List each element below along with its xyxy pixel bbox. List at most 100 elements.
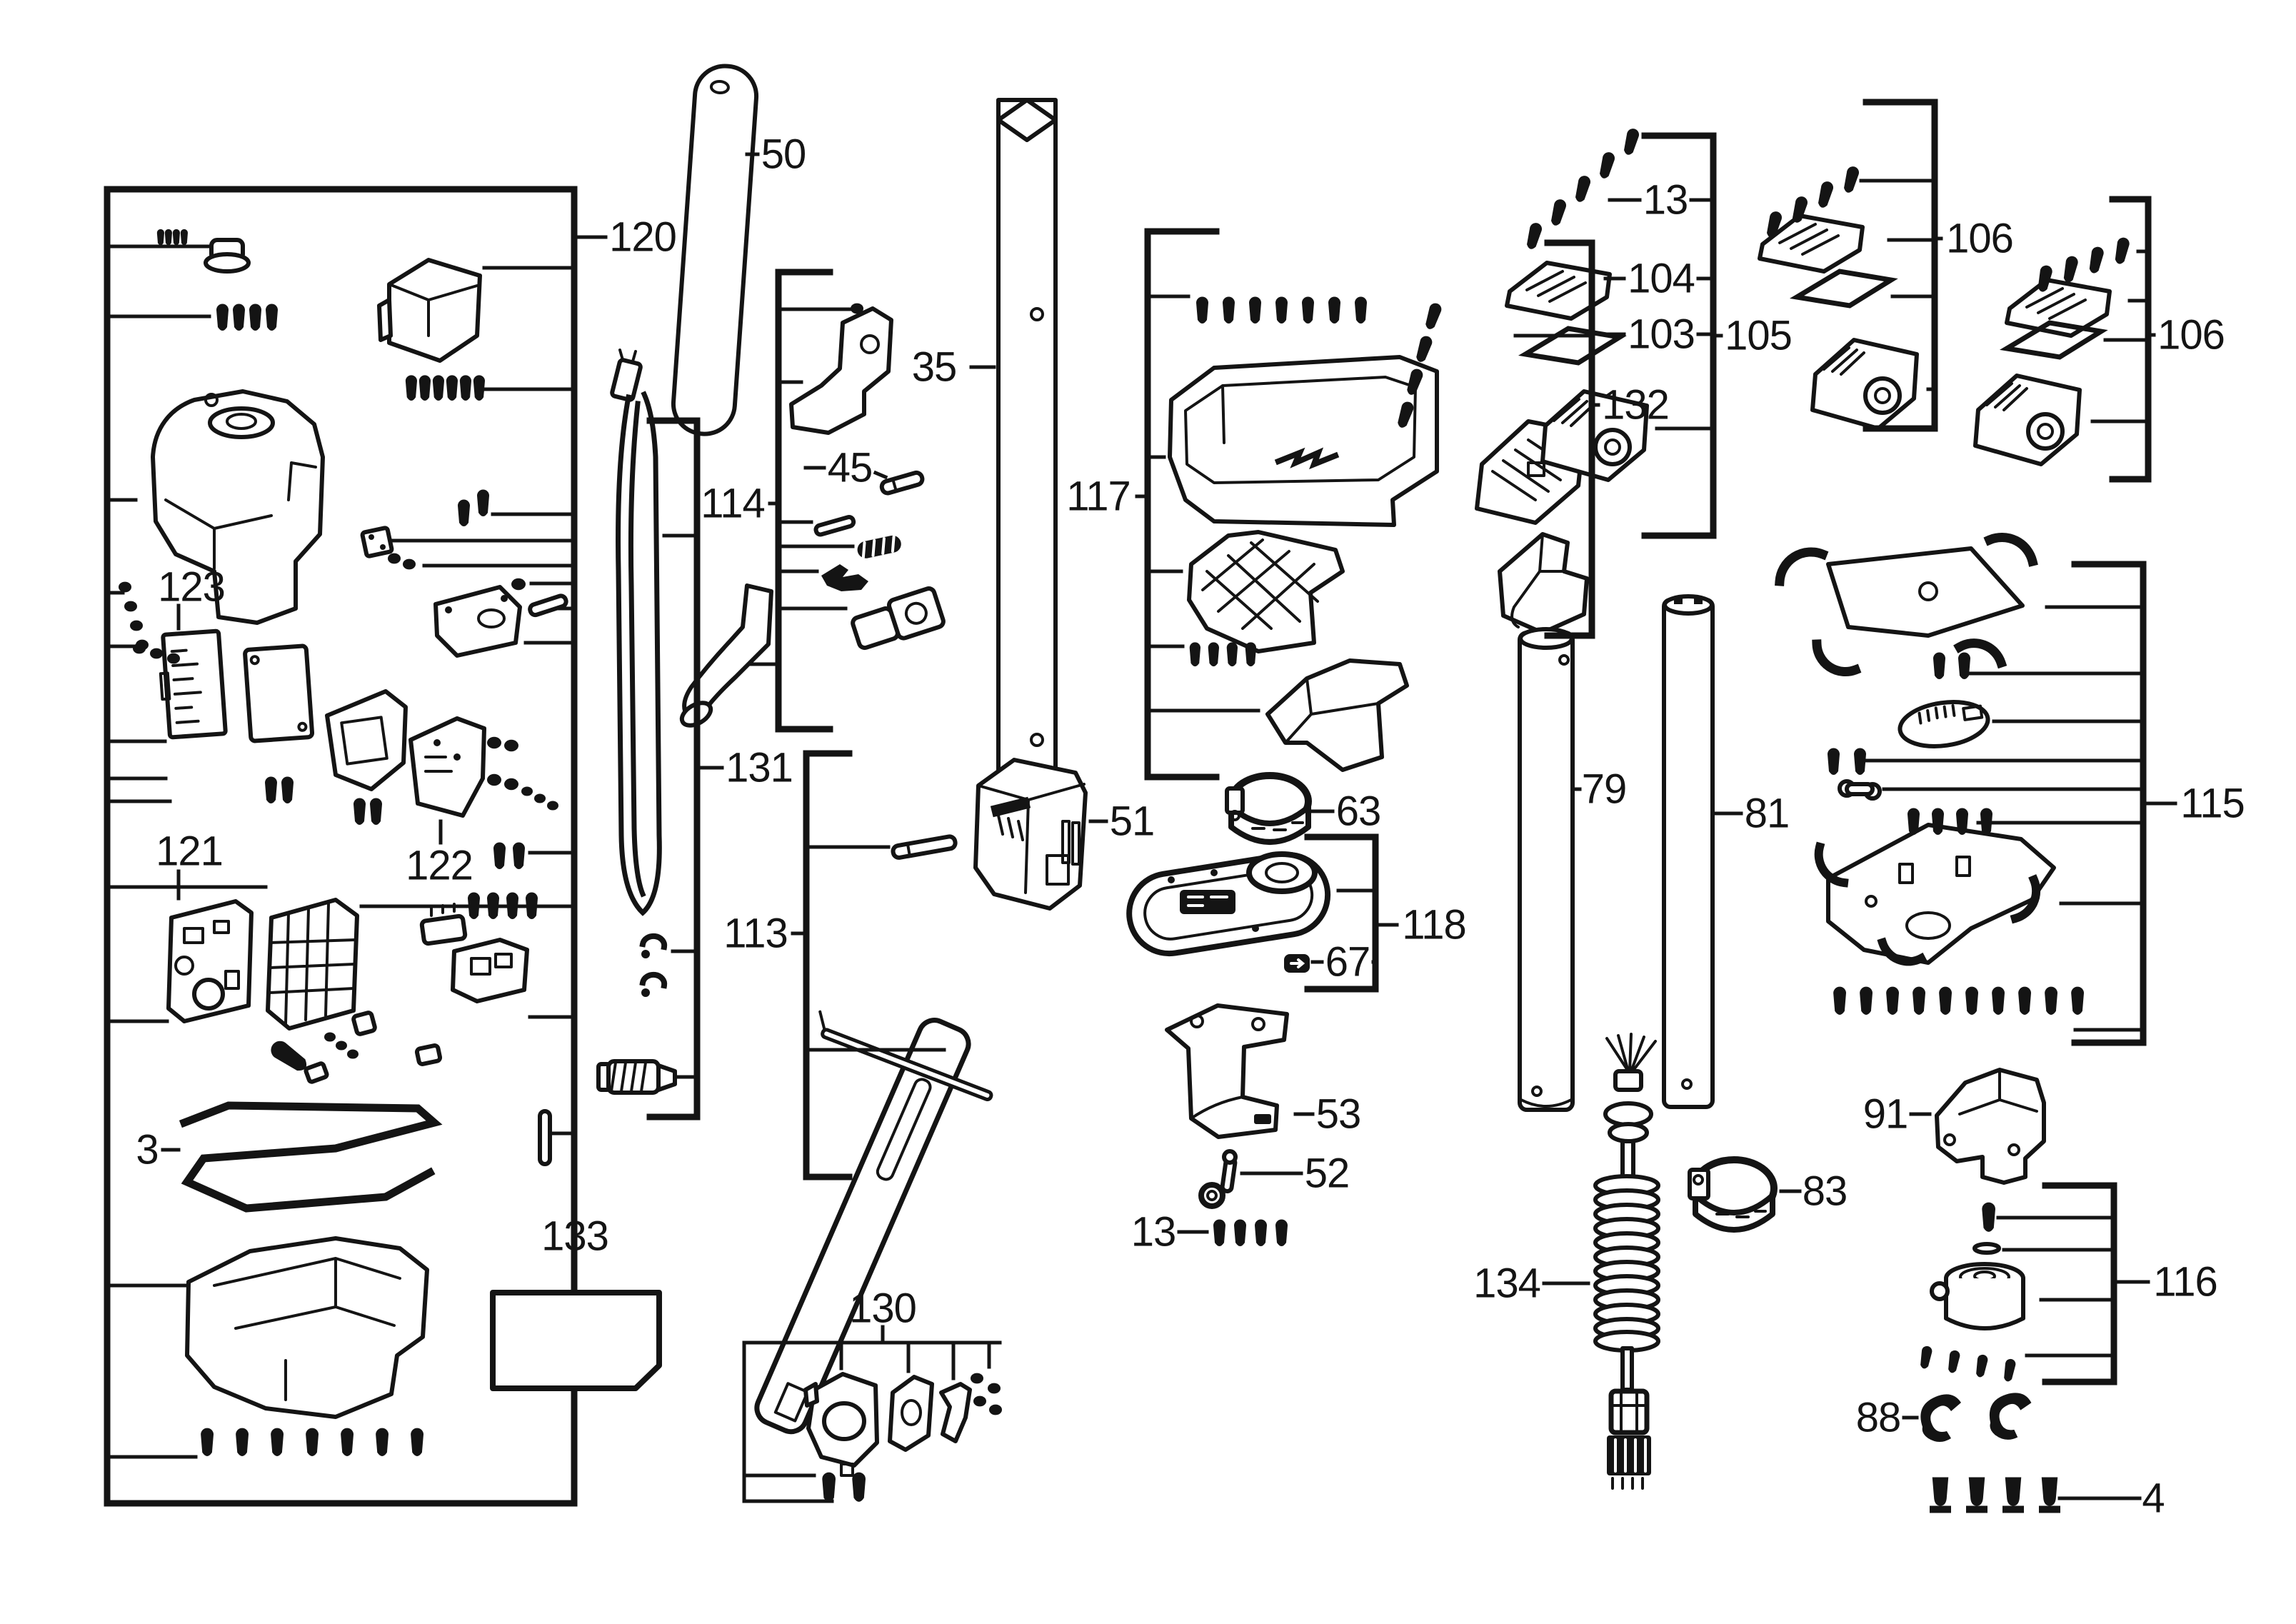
cable-elbow-88-b — [1987, 1390, 2032, 1442]
label-sticker-133 — [490, 1290, 662, 1391]
screws-117-a — [1196, 296, 1367, 324]
dots-122-b — [487, 773, 518, 791]
pcb-123 — [159, 628, 228, 740]
mast-tube-81 — [1662, 594, 1715, 1109]
knob-cap-part — [204, 238, 251, 274]
roll-pin-114 — [813, 514, 856, 537]
part-label-63-19: 63 — [1336, 788, 1381, 835]
grade-rod-tube-50 — [671, 64, 759, 436]
part-label-121-14: 121 — [156, 828, 223, 875]
knurled-adjuster — [596, 1059, 677, 1095]
group-bracket — [1304, 833, 1379, 993]
square-column-35 — [996, 98, 1058, 795]
part-label-118-20: 118 — [1402, 902, 1465, 948]
group-bracket — [646, 417, 701, 1121]
swivel-block-114 — [851, 586, 946, 651]
screws-116 — [1918, 1345, 2017, 1383]
group-bracket — [1641, 132, 1717, 539]
battery-holder-51 — [973, 758, 1088, 911]
pin-45 — [879, 470, 925, 496]
part-label-113-17: 113 — [723, 911, 787, 957]
part-label-131-16: 131 — [726, 745, 793, 791]
dot-120-b — [511, 578, 526, 591]
base-housing — [185, 1236, 429, 1419]
battery-cup-housing — [377, 258, 482, 363]
part-label-133-29: 133 — [541, 1213, 608, 1260]
milwaukee-logo — [1274, 447, 1340, 470]
vent-plate-106b — [2007, 280, 2110, 336]
part-label-88-35: 88 — [1856, 1395, 1901, 1441]
screws-13-bottom — [1213, 1219, 1288, 1246]
part-label-13-7: 13 — [1643, 177, 1688, 224]
rivets-4 — [1930, 1477, 2060, 1513]
group-box-120 — [104, 186, 578, 1507]
window-plate-130 — [888, 1375, 934, 1452]
group-bracket — [2109, 196, 2152, 483]
drive-base-118 — [1126, 851, 1331, 957]
lens-cap-130 — [803, 1372, 879, 1477]
part-label-91-33: 91 — [1863, 1091, 1908, 1138]
part-label-106-11: 106 — [1946, 216, 2013, 262]
corner-chute-117 — [1265, 658, 1409, 772]
dots-123-a — [119, 581, 149, 651]
screws-120-c — [458, 489, 489, 526]
group-bracket — [1144, 228, 1220, 781]
pcb-121 — [166, 899, 254, 1023]
sensor-holder — [325, 689, 408, 791]
screws-120-a — [216, 304, 278, 331]
screws-pair-2 — [354, 798, 382, 825]
group-bracket — [2042, 1182, 2117, 1385]
part-label-134-31: 134 — [1473, 1260, 1540, 1307]
tension-rod-113 — [818, 1010, 993, 1102]
motor-cover-91 — [1935, 1068, 2046, 1185]
crank-pin-52 — [1198, 1149, 1238, 1209]
group-bracket — [2071, 561, 2147, 1046]
mast-tube-79 — [1518, 627, 1575, 1112]
part-label-3-28: 3 — [136, 1127, 158, 1173]
filter-grid-panel — [266, 898, 359, 1031]
support-bracket-53 — [1165, 1003, 1289, 1139]
part-label-122-15: 122 — [406, 843, 473, 889]
screws-pair-3 — [493, 842, 525, 869]
pcb-mount-plate — [360, 526, 394, 558]
latch-mount-114 — [789, 306, 893, 435]
part-label-81-23: 81 — [1745, 791, 1790, 837]
handle-tube-113 — [754, 1018, 971, 1435]
clip-114 — [821, 564, 868, 591]
screws-pair-1 — [265, 776, 294, 803]
cable-clips-131 — [639, 933, 668, 997]
link-clip-115 — [1838, 779, 1882, 801]
cable-elbow-88-a — [1920, 1394, 1961, 1442]
swivel-knob-116 — [1930, 1262, 2025, 1330]
part-label-79-22: 79 — [1582, 766, 1627, 813]
part-label-13-27: 13 — [1131, 1209, 1176, 1255]
gasket-105 — [1525, 329, 1620, 363]
angle-mount-bracket — [433, 585, 522, 658]
screws-115-row — [1833, 986, 2084, 1015]
base-plate-115 — [1814, 823, 2056, 966]
gasket-106a — [1797, 271, 1891, 306]
power-cable-131 — [610, 349, 662, 916]
laser-head-106b — [1975, 376, 2080, 464]
part-label-103-9: 103 — [1628, 311, 1695, 358]
part-label-106-12: 106 — [2157, 312, 2225, 359]
screws-115-a — [1933, 652, 1970, 679]
group-bracket — [1544, 239, 1595, 639]
part-label-50-1: 50 — [761, 131, 806, 178]
part-label-123-13: 123 — [158, 564, 225, 611]
part-label-53-25: 53 — [1316, 1091, 1361, 1138]
collar-clamp-63 — [1225, 772, 1312, 845]
dots-122-a — [487, 736, 518, 752]
part-label-35-2: 35 — [912, 344, 957, 391]
clip-130 — [939, 1382, 972, 1443]
screws-120-d — [156, 229, 188, 246]
part-label-104-8: 104 — [1628, 256, 1695, 302]
connector-block — [419, 903, 468, 946]
screws-115-b — [1828, 748, 1866, 775]
rubber-insert-67 — [1284, 954, 1310, 973]
screws-105 — [1524, 127, 1640, 251]
shutter-wire-3 — [179, 1101, 443, 1213]
part-label-117-5: 117 — [1066, 473, 1130, 520]
dots-hardware — [324, 1032, 359, 1059]
